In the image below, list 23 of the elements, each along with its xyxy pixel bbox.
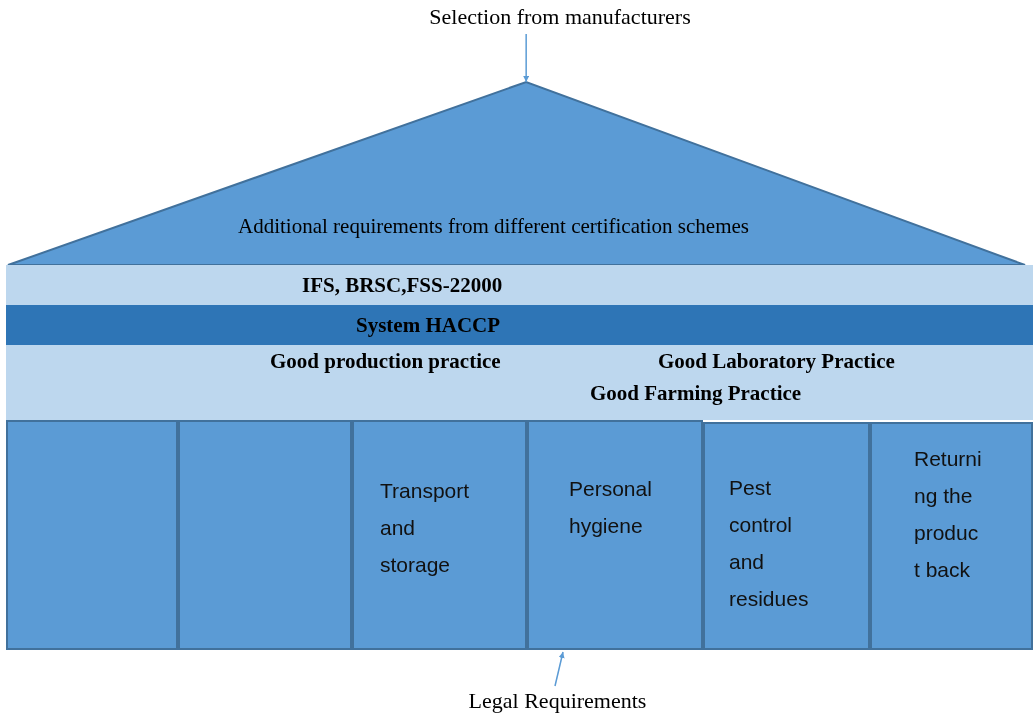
band-label: System HACCP: [356, 312, 502, 338]
pillar-box: [703, 422, 870, 650]
pillar-box: [6, 420, 178, 650]
band-label: Good production practice: [270, 348, 502, 374]
pillar-box: [178, 420, 352, 650]
band-label: Good Laboratory Practice: [658, 348, 896, 374]
pillar-box: [352, 420, 527, 650]
pillar-label: Personal hygiene: [569, 476, 653, 539]
pillar-label: Transport and storage: [380, 478, 471, 578]
layer-band: [6, 305, 1033, 345]
annotation-text: Selection from manufacturers: [395, 2, 725, 32]
arrow: [523, 33, 530, 83]
annotation-text: Legal Requirements: [430, 686, 685, 716]
band-label: Good Farming Practice: [590, 380, 803, 406]
arrow: [554, 651, 565, 687]
roof-label: Additional requirements from different certification schemes: [238, 213, 750, 240]
pillar-box: [870, 422, 1033, 650]
pillar-box: [527, 420, 703, 650]
layer-band: [6, 345, 1033, 420]
layer-band: [6, 265, 1033, 305]
pillar-label: Returning the product back: [914, 446, 983, 583]
band-label: IFS, BRSC,FSS-22000: [302, 272, 504, 298]
pillar-label: Pest control and residues: [729, 475, 810, 612]
